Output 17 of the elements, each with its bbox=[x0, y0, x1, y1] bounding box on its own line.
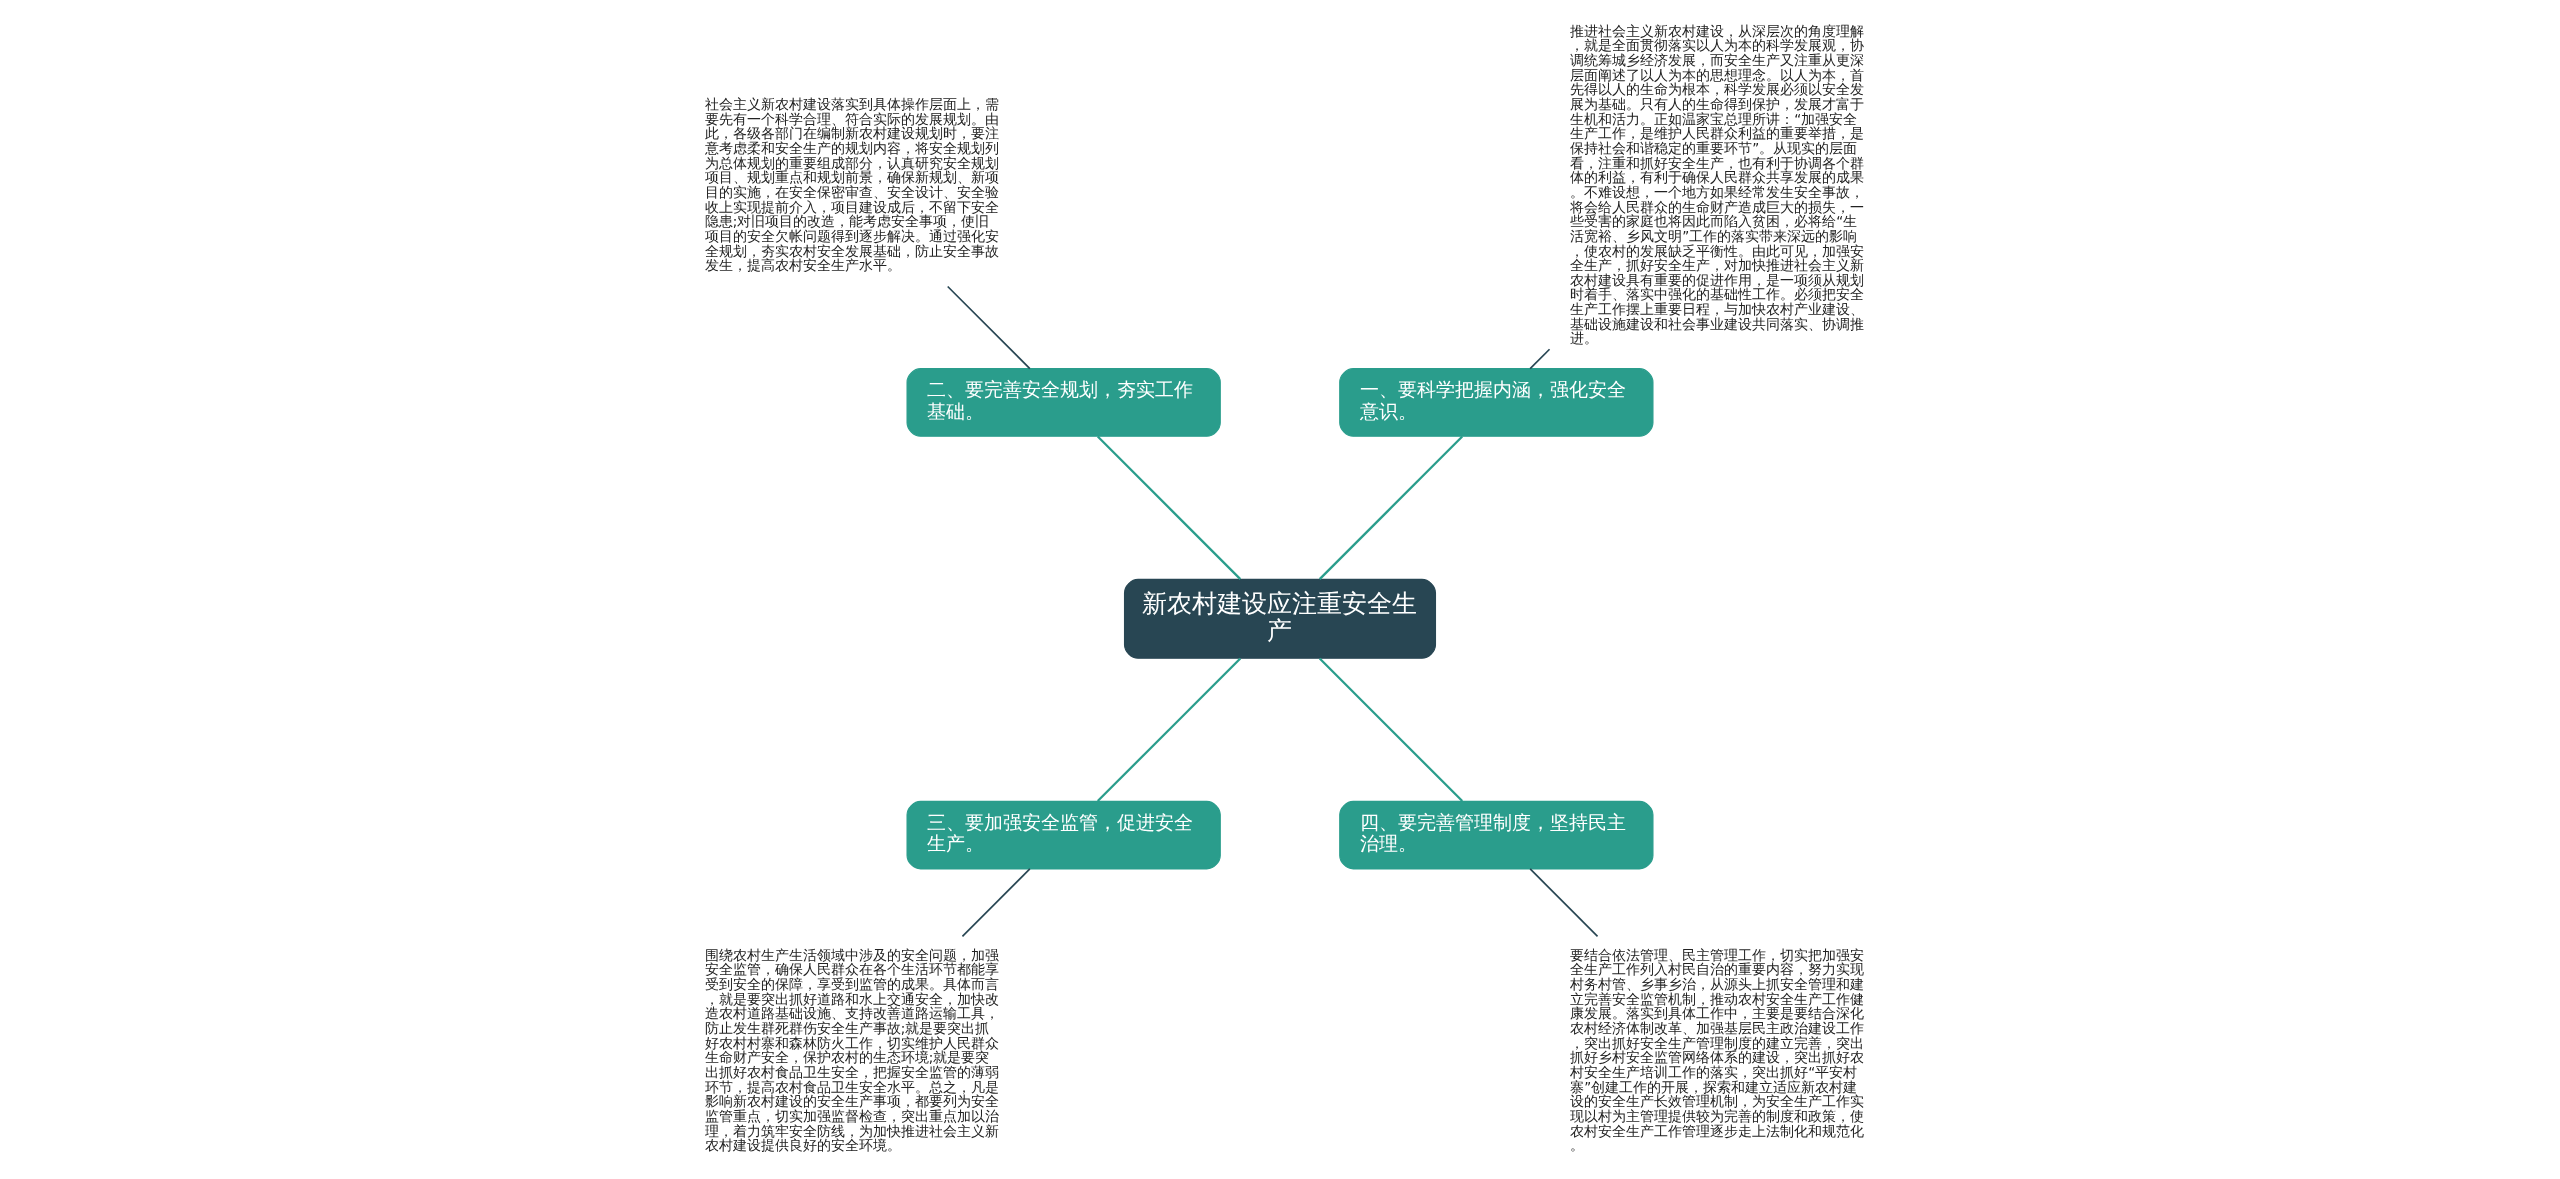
node-box: 四、要完善管理制度，坚持民主治理。 bbox=[1339, 800, 1654, 870]
connector bbox=[1096, 435, 1242, 580]
node-box: 一、要科学把握内涵，强化安全意识。 bbox=[1339, 368, 1654, 437]
node-box: 新农村建设应注重安全生产 bbox=[1123, 578, 1437, 659]
node-box: 三、要加强安全监管，促进安全生产。 bbox=[906, 800, 1221, 870]
node-text: 围绕农村生产生活领域中涉及的安全问题，加强安全监管，确保人民群众在各个生活环节都能享受到安全的保障，享受到监管的成果。具体而言，就是要突出抓好道路和水上交通安全，加快改造农村道路基础设施、支持改善道路运输工具，防止发生群死群伤安全生产事故;就是要突出抓好农村村寨和森林防火工作，切实维护人民群众生命财产安全，保护农村的生态环境;就是要突出抓好农村食品卫生安全，把握安全监管的薄弱环节，提高农村食品卫生安全水平。总之，凡是影响新农村建设的安全生产事项，都要列为安全监管重点，切实加强监督检查，突出重点加以治理，着力筑牢安全防线，为加快推进社会主义新农村建设提供良好的安全环境。 bbox=[704, 946, 999, 1154]
connector bbox=[1529, 348, 1551, 370]
connector bbox=[1318, 657, 1464, 802]
connector bbox=[1096, 657, 1242, 802]
node-box: 二、要完善安全规划，夯实工作基础。 bbox=[906, 368, 1221, 437]
node-text: 推进社会主义新农村建设，从深层次的角度理解，就是全面贯彻落实以人为本的科学发展观，协调统筹城乡经济发展，而安全生产又注重从更深层面阐述了以人为本的思想理念。以人为本，首先得以人的生命为根本，科学发展必须以安全发展为基础。只有人的生命得到保护，发展才富于生机和活力。正如温家宝总理所讲：“加强安全生产工作，是维护人民群众利益的重要举措，是保持社会和谐稳定的重要环节”。从现实的层面看，注重和抓好安全生产，也有利于协调各个群体的利益，有利于确保人民群众共享发展的成果。不难设想，一个地方如果经常发生安全事故，将会给人民群众的生命财产造成巨大的损失，一些受害的家庭也将因此而陷入贫困，必将给“生活宽裕、乡风文明”工作的落实带来深远的影响，使农村的发展缺乏平衡性。由此可见，加强安全生产，抓好安全生产，对加快推进社会主义新农村建设具有重要的促进作用，是一项须从规划时着手、落实中强化的基础性工作。必须把安全生产工作摆上重要日程，与加快农村产业建设、基础设施建设和社会事业建设共同落实、协调推进。 bbox=[1570, 22, 1865, 347]
connector bbox=[961, 868, 1031, 938]
connector bbox=[946, 285, 1031, 370]
node-text: 社会主义新农村建设落实到具体操作层面上，需要先有一个科学合理、符合实际的发展规划。由此，各级各部门在编制新农村建设规划时，要注意考虑柔和安全生产的规划内容，将安全规划列为总体规划的重要组成部分，认真研究安全规划项目、规划重点和规划前景，确保新规划、新项目的实施，在安全保密审查、安全设计、安全验收上实现提前介入，项目建设成后，不留下安全隐患;对旧项目的改造，能考虑安全事项，使旧项目的安全欠帐问题得到逐步解决。通过强化安全规划，夯实农村安全发展基础，防止安全事故发生，提高农村安全生产水平。 bbox=[704, 96, 999, 274]
node-text: 要结合依法管理、民主管理工作，切实把加强安全生产工作列入村民自治的重要内容，努力实现村务村管、乡事乡治，从源头上抓安全管理和建立完善安全监管机制，推动农村安全生产工作健康发展。落实到具体工作中，主要是要结合深化农村经济体制改革、加强基层民主政治建设工作，突出抓好安全生产管理制度的建立完善，突出抓好乡村安全监管网络体系的建设，突出抓好农村安全生产培训工作的落实，突出抓好“平安村寨”创建工作的开展，探索和建立适应新农村建设的安全生产长效管理机制，为安全生产工作实现以村为主管理提供较为完善的制度和政策，使农村安全生产工作管理逐步走上法制化和规范化。 bbox=[1570, 946, 1865, 1154]
connector bbox=[1529, 868, 1599, 938]
connector bbox=[1318, 435, 1464, 580]
